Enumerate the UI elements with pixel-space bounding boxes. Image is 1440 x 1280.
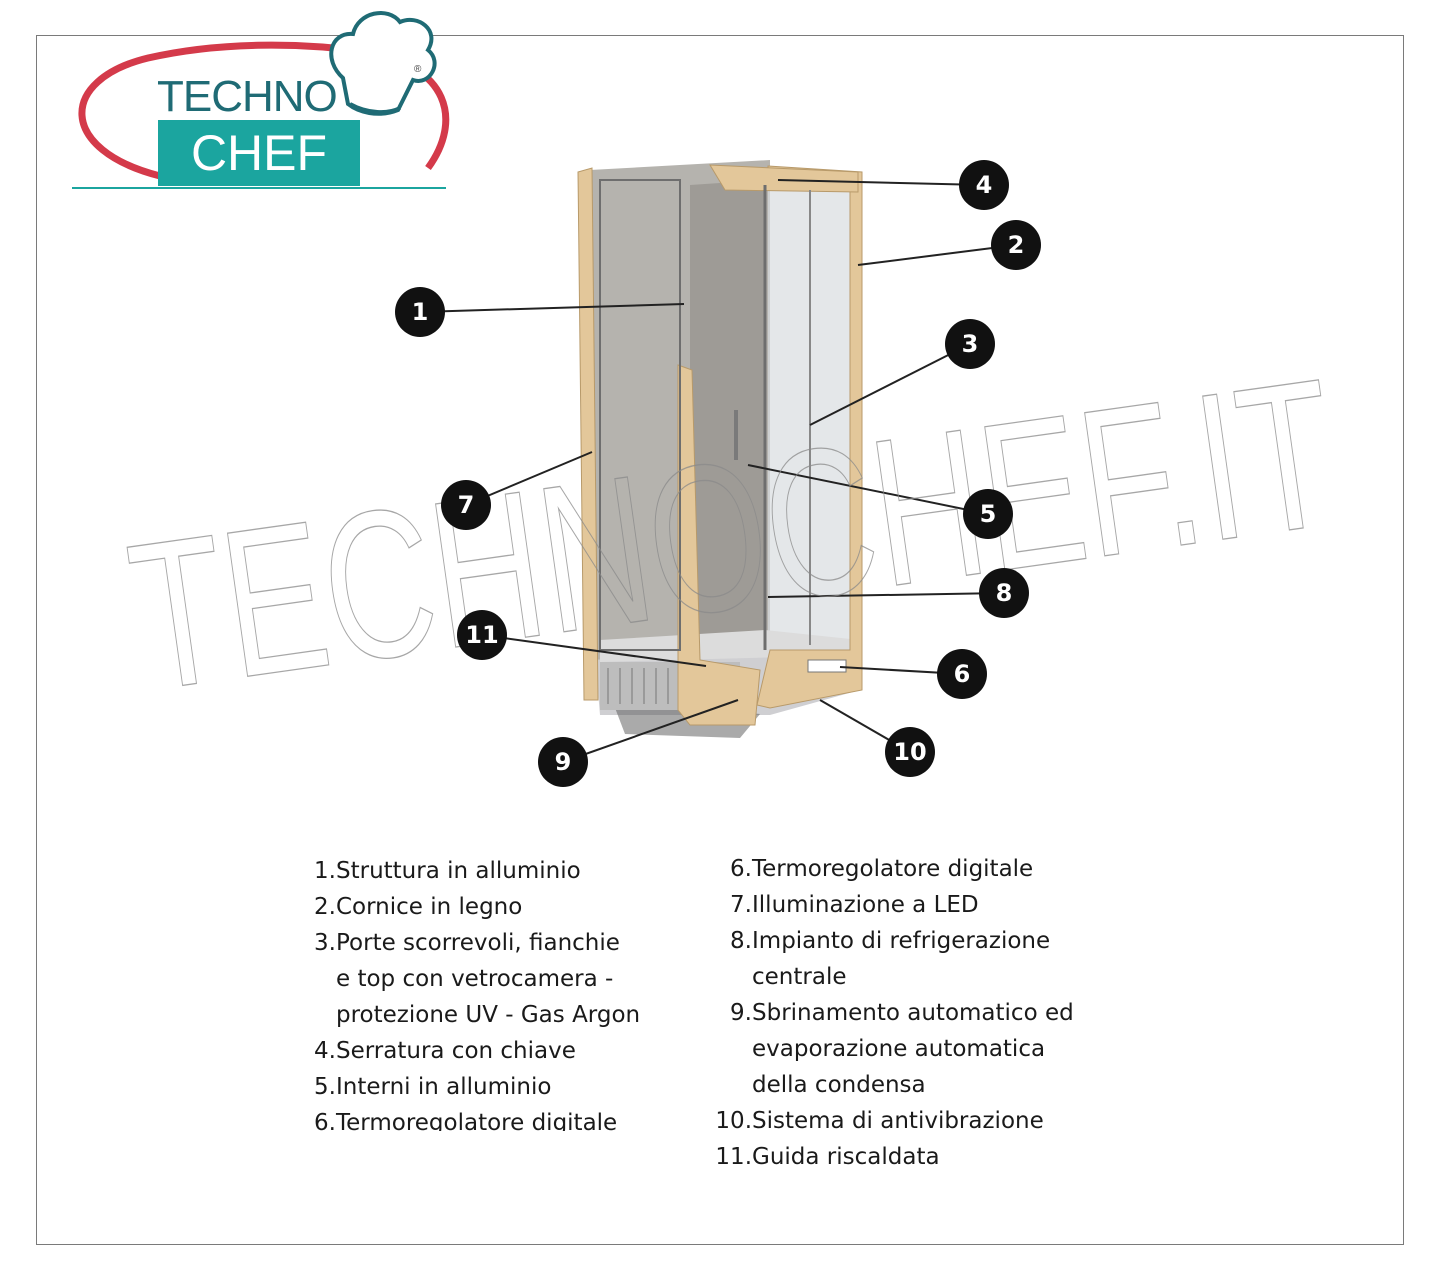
door-handle — [734, 410, 738, 460]
legend-line: protezione UV - Gas Argon — [336, 1002, 641, 1028]
logo-registered-mark: ® — [414, 64, 422, 75]
logo-text-chef: CHEF — [158, 120, 360, 186]
callout-5: 5 — [963, 489, 1013, 539]
callout-7: 7 — [441, 480, 491, 530]
logo-arc-and-hat-icon — [72, 11, 450, 189]
callout-4: 4 — [959, 160, 1009, 210]
legend-item-5: 5. Interni in alluminio — [308, 1069, 708, 1105]
legend-item-6: 6. Termoregolatore digitale — [710, 851, 1130, 887]
legend-text: Termoregolatore digitale — [752, 851, 1130, 887]
legend-line: e top con vetrocamera - — [336, 966, 614, 992]
legend-text: Guida riscaldata — [752, 1139, 1130, 1175]
callout-9: 9 — [538, 737, 588, 787]
callout-8: 8 — [979, 568, 1029, 618]
legend-right-column: 6. Termoregolatore digitale 7. Illuminaz… — [710, 851, 1130, 1175]
legend-text: Illuminazione a LED — [752, 887, 1130, 923]
legend-text: Serratura con chiave — [336, 1033, 708, 1069]
legend-number: 1. — [314, 858, 336, 884]
legend-item-2: 2. Cornice in legno — [308, 889, 708, 925]
legend-item-10: 10. Sistema di antivibrazione — [710, 1103, 1130, 1139]
center-wood-post — [677, 364, 761, 726]
legend-text: Impianto di refrigerazione centrale — [752, 923, 1130, 995]
logo-text-techno: TECHNO — [157, 72, 338, 121]
legend-line: Porte scorrevoli, fianchie — [336, 930, 620, 956]
legend-line: Sistema di antivibrazione — [752, 1108, 1044, 1134]
legend-text: Termoregolatore digitale — [336, 1105, 708, 1131]
legend-item-11: 11. Guida riscaldata — [710, 1139, 1130, 1175]
legend-item-4: 4. Serratura con chiave — [308, 1033, 708, 1069]
legend-line: Termoregolatore digitale — [336, 1110, 618, 1131]
legend-line: Serratura con chiave — [336, 1038, 576, 1064]
legend-line: Termoregolatore digitale — [752, 856, 1034, 882]
legend-item-8: 8. Impianto di refrigerazione centrale — [710, 923, 1130, 995]
legend-text: Struttura in alluminio — [336, 853, 708, 889]
cabinet-diagram — [419, 160, 1017, 763]
legend-text: Interni in alluminio — [336, 1069, 708, 1105]
legend-number: 9. — [730, 1000, 752, 1026]
left-wood-frame — [577, 167, 599, 701]
legend-line: Illuminazione a LED — [752, 892, 979, 918]
legend-item-3: 3. Porte scorrevoli, fianchie e top con … — [308, 925, 708, 1033]
legend-number: 11. — [715, 1144, 752, 1170]
legend-line: Guida riscaldata — [752, 1144, 940, 1170]
legend-line: Struttura in alluminio — [336, 858, 581, 884]
legend-item-9: 9. Sbrinamento automatico ed evaporazion… — [710, 995, 1130, 1103]
callout-11: 11 — [457, 610, 507, 660]
interior-divider — [690, 180, 765, 660]
legend-item-1: 1. Struttura in alluminio — [308, 853, 708, 889]
legend-number: 8. — [730, 928, 752, 954]
callout-10: 10 — [885, 727, 935, 777]
legend-text: Sistema di antivibrazione — [752, 1103, 1130, 1139]
legend-left-column: 1. Struttura in alluminio 2. Cornice in … — [308, 853, 708, 1131]
legend-line: della condensa — [752, 1072, 926, 1098]
legend-line: Interni in alluminio — [336, 1074, 552, 1100]
legend-line: centrale — [752, 964, 847, 990]
top-wood-frame — [709, 164, 859, 193]
legend-text: Porte scorrevoli, fianchie e top con vet… — [336, 925, 708, 1033]
legend-number: 6. — [314, 1110, 336, 1131]
legend-line: evaporazione automatica — [752, 1036, 1046, 1062]
left-door-frame — [599, 179, 681, 651]
legend-item-7: 7. Illuminazione a LED — [710, 887, 1130, 923]
callout-6: 6 — [937, 649, 987, 699]
legend-text: Cornice in legno — [336, 889, 708, 925]
legend-number: 5. — [314, 1074, 336, 1100]
legend-text: Sbrinamento automatico ed evaporazione a… — [752, 995, 1130, 1103]
legend-number: 3. — [314, 930, 336, 956]
legend-number: 2. — [314, 894, 336, 920]
legend-line: Cornice in legno — [336, 894, 523, 920]
legend-line: Sbrinamento automatico ed — [752, 1000, 1074, 1026]
legend-line: Impianto di refrigerazione — [752, 928, 1051, 954]
legend-number: 7. — [730, 892, 752, 918]
legend-number: 4. — [314, 1038, 336, 1064]
legend-number: 10. — [715, 1108, 752, 1134]
legend-item-6-cropped: 6. Termoregolatore digitale — [308, 1105, 708, 1131]
callout-2: 2 — [991, 220, 1041, 270]
image-frame — [36, 35, 1404, 1245]
legend-number: 6. — [730, 856, 752, 882]
callout-1: 1 — [395, 287, 445, 337]
digital-thermostat — [807, 659, 847, 673]
callout-3: 3 — [945, 319, 995, 369]
